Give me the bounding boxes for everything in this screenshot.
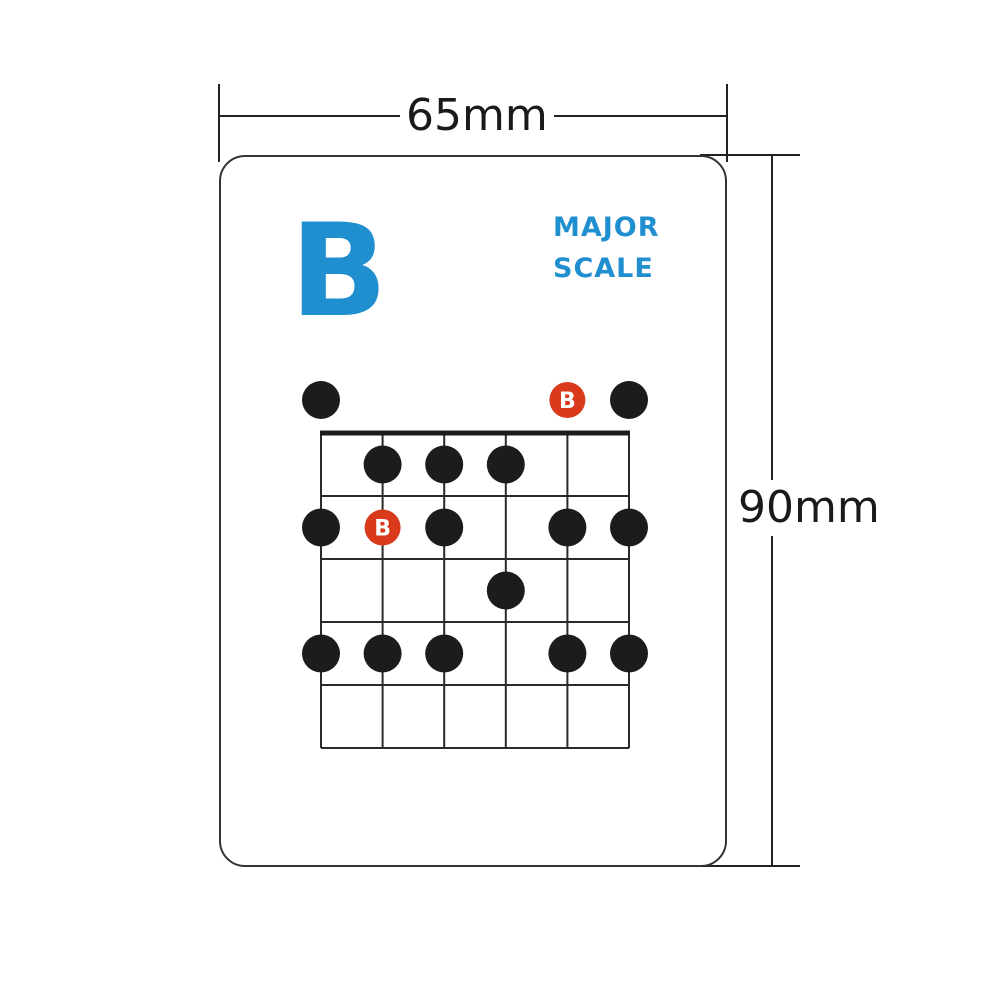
scale-note-dot <box>486 571 525 610</box>
root-note-dot <box>364 509 401 546</box>
scale-note-dot <box>610 634 648 673</box>
scale-note-dot <box>363 634 402 673</box>
scale-note-dot <box>548 508 587 547</box>
scale-note-dot <box>425 445 464 484</box>
scale-note-dot <box>610 508 648 547</box>
scale-note-dot <box>486 445 525 484</box>
scale-note-dot <box>425 508 464 547</box>
scale-note-dot <box>302 508 340 547</box>
root-note-label: B <box>559 389 576 414</box>
width-label: 65mm <box>400 94 554 138</box>
scale-note-dot <box>425 634 464 673</box>
root-note-dot <box>549 382 586 418</box>
scale-note-dot <box>302 381 340 419</box>
scale-note-dot <box>302 634 340 673</box>
scale-title-line-1: MAJOR <box>553 212 660 243</box>
root-note-label: B <box>374 517 391 542</box>
scale-note-dot <box>363 445 402 484</box>
key-letter: B <box>290 197 388 346</box>
scale-title-line-2: SCALE <box>553 253 654 284</box>
scale-note-dot <box>548 634 587 673</box>
scale-note-dot <box>610 381 648 419</box>
height-label: 90mm <box>738 480 880 536</box>
